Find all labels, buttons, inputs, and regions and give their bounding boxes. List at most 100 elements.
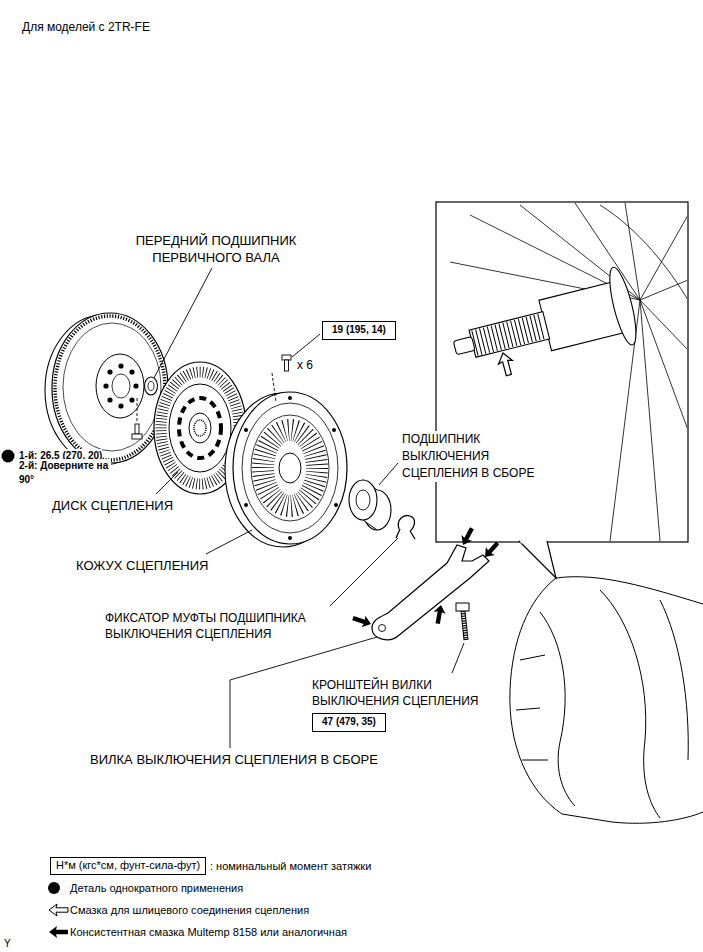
- release-fork: [379, 625, 386, 632]
- flywheel-bolt: [132, 434, 142, 439]
- fork-support-stud: [456, 603, 469, 611]
- legend-text: Консистентная смазка Multemp 8158 или ан…: [70, 925, 347, 939]
- transmission-housing: [600, 590, 660, 818]
- grease-arrow: [458, 525, 478, 547]
- flywheel: [129, 397, 134, 402]
- inset-view: [436, 202, 688, 578]
- clutch-cover: [332, 428, 336, 432]
- label-holder: ПЕРЕДНИЙ ПОДШИПНИК ПЕРВИЧНОГО ВАЛА: [130, 232, 302, 266]
- release-fork: [372, 545, 489, 640]
- inset-housing: [445, 203, 687, 541]
- callout-tail: [521, 541, 546, 544]
- cover-bolt: [272, 355, 291, 402]
- inset-housing: [640, 280, 687, 300]
- legend-sample-box: Н*м (кгс*см, фунт-сила-фут): [50, 857, 206, 875]
- legend-item: Консистентная смазка Multemp 8158 или ан…: [70, 925, 347, 939]
- grease-arrow: [351, 612, 373, 629]
- legend-text: : номинальный момент затяжки: [210, 859, 371, 873]
- leader-line: [379, 463, 398, 485]
- clutch-cover: [244, 428, 248, 432]
- clutch-cover: [263, 430, 317, 506]
- torque-box: 47 (479, 35): [312, 713, 386, 732]
- flywheel: [129, 369, 134, 374]
- flywheel: [52, 313, 168, 463]
- transmission-housing: [510, 577, 703, 824]
- pilot-bearing: [145, 377, 158, 395]
- part-name: ФИКСАТОР МУФТЫ ПОДШИПНИКА ВЫКЛЮЧЕНИЯ СЦЕ…: [105, 610, 345, 642]
- leader-line: [154, 268, 212, 378]
- label-holder: Y: [4, 937, 11, 950]
- clutch-cover: [288, 536, 292, 540]
- legend-swatch: [48, 882, 60, 894]
- legend-hollow-arrow: [49, 904, 68, 916]
- clutch-disc: [179, 398, 221, 458]
- flywheel: [107, 369, 112, 374]
- clutch-cover: [251, 415, 329, 521]
- input-shaft: [445, 265, 641, 387]
- fork-support-stud: [463, 611, 466, 640]
- flywheel-bolt: [132, 398, 142, 439]
- inset-housing: [640, 300, 660, 541]
- leader-line: [206, 530, 252, 554]
- transmission-housing: [556, 577, 703, 604]
- flywheel-bolt: [135, 424, 139, 434]
- clutch-cover: [334, 503, 338, 507]
- clutch-cover: [233, 392, 347, 544]
- callout-tail: [519, 541, 556, 578]
- clutch-cover: [288, 396, 292, 400]
- clutch-cover: [242, 403, 338, 533]
- flywheel: [112, 374, 130, 398]
- clutch-cover: [279, 453, 301, 483]
- legend-item: Деталь однократного применения: [70, 881, 243, 895]
- label-holder: 2-й: Доверните на 90°: [19, 459, 111, 487]
- label-holder: ФИКСАТОР МУФТЫ ПОДШИПНИКА ВЫКЛЮЧЕНИЯ СЦЕ…: [105, 610, 345, 642]
- inset-housing: [640, 300, 687, 350]
- label-holder: ПОДШИПНИК ВЫКЛЮЧЕНИЯ СЦЕПЛЕНИЯ В СБОРЕ: [402, 431, 564, 482]
- pilot-bearing: [148, 382, 154, 391]
- release-bearing: [356, 490, 370, 510]
- leader-line: [330, 538, 398, 606]
- bearing-hub-clip: [396, 516, 415, 539]
- input-shaft: [469, 312, 550, 358]
- transmission-housing: [660, 600, 688, 760]
- transmission-housing: [516, 655, 548, 760]
- leader-line: [156, 472, 178, 494]
- title-holder: Для моделей с 2TR-FE: [22, 20, 150, 34]
- legend-item: Смазка для шлицевого соединения сцеплени…: [70, 903, 309, 917]
- part-name: ВИЛКА ВЫКЛЮЧЕНИЯ СЦЕПЛЕНИЯ В СБОРЕ: [90, 752, 378, 768]
- inset-housing: [640, 300, 687, 430]
- part-name: КРОНШТЕЙН ВИЛКИ ВЫКЛЮЧЕНИЯ СЦЕПЛЕНИЯ: [312, 677, 502, 709]
- release-bearing: [363, 520, 377, 530]
- part-name: ДИСК СЦЕПЛЕНИЯ: [52, 498, 173, 514]
- torque-spec: 2-й: Доверните на 90°: [19, 459, 111, 487]
- flywheel: [63, 323, 161, 451]
- release-bearing: [349, 480, 391, 530]
- torque-box: 19 (195, 14): [322, 321, 396, 340]
- leader-line: [292, 334, 320, 357]
- clutch-disc: [194, 420, 206, 436]
- leader-line: [154, 268, 464, 748]
- clutch-disc: [189, 413, 211, 443]
- clutch-cover: [225, 392, 347, 547]
- box-text: Н*м (кгс*см, фунт-сила-фут): [56, 859, 200, 873]
- part-name: ПЕРЕДНИЙ ПОДШИПНИК ПЕРВИЧНОГО ВАЛА: [130, 232, 302, 266]
- transmission-housing: [540, 612, 575, 806]
- grease-arrow: [351, 525, 502, 629]
- flywheel: [103, 383, 108, 388]
- transmission-housing: [510, 578, 703, 823]
- input-shaft: [453, 337, 475, 355]
- flywheel: [45, 313, 168, 465]
- flywheel: [118, 363, 123, 368]
- spline-grease-arrow: [496, 351, 516, 377]
- fork-support-stud: [463, 612, 466, 639]
- release-bearing: [349, 480, 377, 520]
- input-shaft: [474, 326, 544, 343]
- pilot-bearing: [145, 377, 158, 395]
- cover-bolt: [282, 355, 291, 360]
- cover-bolt: [285, 360, 289, 371]
- legend-text: Деталь однократного применения: [70, 881, 243, 895]
- inset-view: [436, 202, 688, 542]
- part-name: ПОДШИПНИК ВЫКЛЮЧЕНИЯ СЦЕПЛЕНИЯ В СБОРЕ: [402, 431, 564, 482]
- label-holder: x 6: [297, 358, 313, 373]
